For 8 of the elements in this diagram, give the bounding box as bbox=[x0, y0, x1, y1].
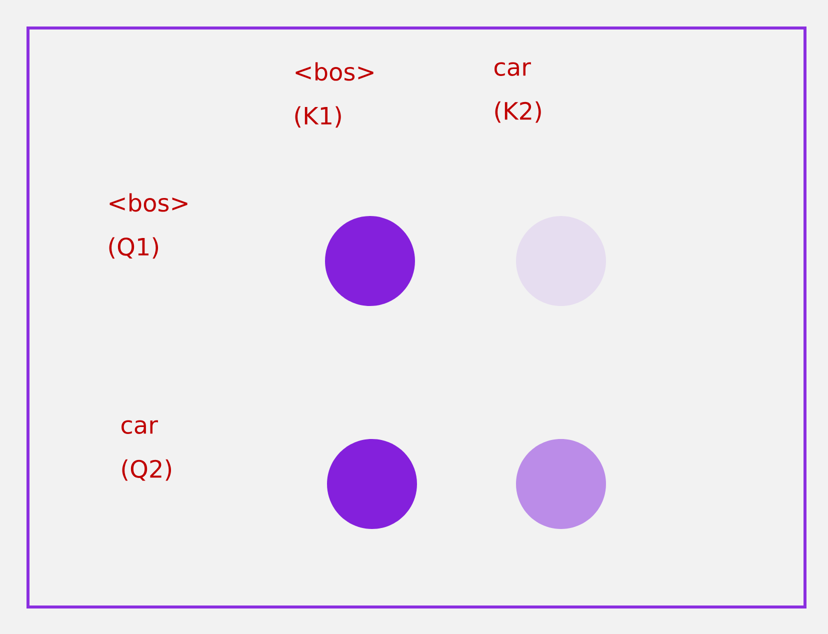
weight-circle bbox=[327, 439, 417, 529]
weight-circle bbox=[325, 216, 415, 306]
weight-circle bbox=[516, 439, 606, 529]
frame-box bbox=[26, 26, 806, 608]
token-label: <bos> (K1) bbox=[295, 62, 374, 128]
token-label: car (K2) bbox=[494, 62, 541, 123]
token-label: car (Q2) bbox=[122, 420, 171, 481]
token-label: <bos> (Q1) bbox=[109, 193, 188, 259]
